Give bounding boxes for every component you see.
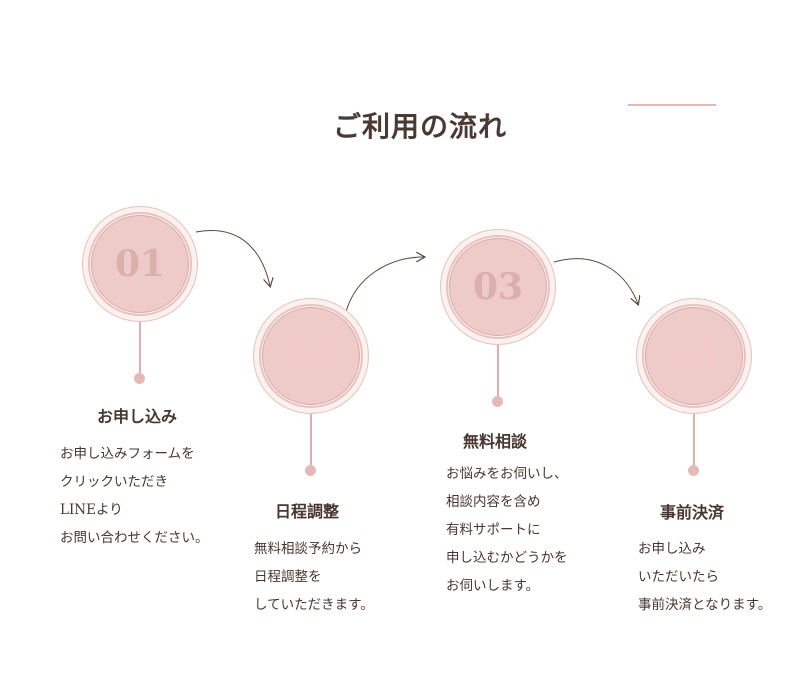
step-2-stem (310, 414, 312, 466)
step-4-circle: 04 (636, 298, 752, 414)
step-4-number: 04 (668, 335, 720, 377)
step-1-stem (139, 322, 141, 374)
step-2-description: 無料相談予約から 日程調整を していただきます。 (254, 541, 374, 613)
step-2-label: 日程調整 (275, 502, 340, 521)
step-4-label: 事前決済 (660, 503, 725, 522)
arrow-01-02 (195, 230, 270, 286)
step-4-stem (693, 414, 695, 466)
step-3-dot (492, 396, 503, 407)
page-title: ご利用の流れ (332, 109, 507, 143)
arrow-02-03 (345, 257, 424, 313)
step-3-circle: 03 (440, 229, 556, 345)
step-1-label: お申し込み (97, 407, 178, 426)
step-1-circle: 01 (82, 206, 198, 322)
step-3-label: 無料相談 (463, 432, 528, 451)
arrow-03-04 (553, 258, 638, 304)
step-1-dot (134, 373, 145, 384)
step-2-circle: 02 (253, 298, 369, 414)
step-1-number: 01 (114, 243, 166, 285)
step-4-description: お申し込み いただいたら 事前決済となります。 (638, 541, 772, 613)
step-3-description: お悩みをお伺いし、 相談内容を含め 有料サポートに 申し込むかどうかを お伺いし… (446, 466, 568, 594)
title-divider (628, 104, 716, 106)
step-1-description: お申し込みフォームを クリックいただき LINEより お問い合わせください。 (60, 446, 209, 546)
step-3-number: 03 (472, 266, 524, 308)
step-2-number: 02 (285, 335, 337, 377)
step-4-dot (688, 465, 699, 476)
step-2-dot (305, 465, 316, 476)
step-3-stem (497, 345, 499, 397)
